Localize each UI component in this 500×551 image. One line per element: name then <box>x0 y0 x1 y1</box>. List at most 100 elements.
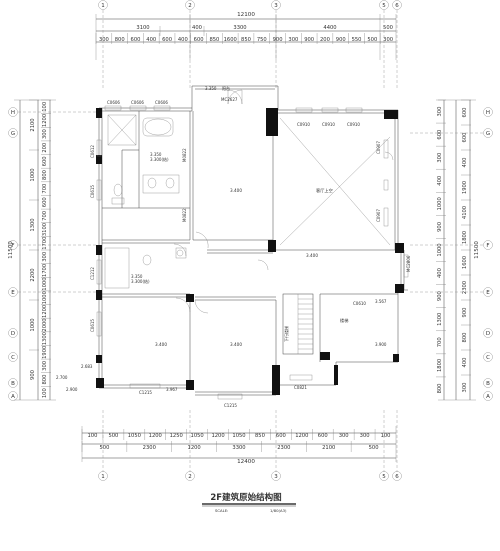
right-inner-dims: 6006004001900410018001600230090080040030… <box>461 99 471 392</box>
level-text: 3.400 <box>155 342 167 347</box>
level-text: 3.350 <box>131 274 143 279</box>
dim-label: 4100 <box>462 206 468 219</box>
dim-label: 600 <box>462 133 468 143</box>
axis-label: 2 <box>188 474 192 480</box>
dim-label: 1050 <box>128 433 141 439</box>
axis-label: H <box>486 110 490 116</box>
dim-label: 400 <box>462 358 468 368</box>
left-axis-markers: H G F E D C B A <box>8 107 18 401</box>
level-text: 2.700 <box>56 375 68 380</box>
dim-label: 1700 <box>42 237 48 250</box>
axis-label: 3 <box>274 3 278 9</box>
dim-label: 300 <box>339 433 349 439</box>
dim-label: 2300 <box>277 445 290 451</box>
dim-label: 1200 <box>188 445 201 451</box>
dim-label: 500 <box>367 37 377 43</box>
dim-label: 2100 <box>30 118 36 131</box>
axis-label: 6 <box>395 474 399 480</box>
dim-label: 900 <box>336 37 346 43</box>
bottom-axis-markers: 1 2 3 5 6 <box>98 471 402 481</box>
tag-label: C0610 <box>353 301 366 306</box>
bottom-dimension-lines <box>81 426 397 462</box>
dim-label: 1200 <box>149 433 162 439</box>
dim-label: 1700 <box>42 264 48 277</box>
bottom-total-dim: 12400 <box>237 459 255 465</box>
top-mid-dims: 3100 400 3300 4400 500 <box>136 25 393 31</box>
dim-label: 1600 <box>224 37 237 43</box>
dim-label: 300 <box>360 433 370 439</box>
dim-label: 900 <box>437 222 443 232</box>
level-text: 3.350 <box>150 152 162 157</box>
doors <box>173 89 394 314</box>
dim-label: 100 <box>381 433 391 439</box>
windows <box>96 105 409 400</box>
dim-label: 750 <box>257 37 267 43</box>
dim-label: 500 <box>99 445 109 451</box>
axis-label: A <box>11 394 15 400</box>
dim-label: 1000 <box>437 243 443 256</box>
level-text: 3.400 <box>306 253 318 258</box>
level-text: 3.350 <box>205 86 217 91</box>
dim-label: 3100 <box>42 223 48 236</box>
tag-label: M0822 <box>182 148 187 162</box>
dim-label: 600 <box>462 108 468 118</box>
tag-label: C0615 <box>90 319 95 332</box>
dim-label: 800 <box>437 384 443 394</box>
axis-label: C <box>11 355 15 361</box>
dim-label: 200 <box>320 37 330 43</box>
level-annotations: 3.350 阳台 3.350 3.300(结) 3.400 客厅上空 3.400… <box>56 85 387 392</box>
level-text: 3.900 <box>375 342 387 347</box>
axis-label: F <box>486 243 489 249</box>
dim-label: 400 <box>146 37 156 43</box>
top-axis-markers: 1 2 3 5 6 <box>98 0 402 10</box>
dim-label: 900 <box>304 37 314 43</box>
dim-label: 1300 <box>42 332 48 345</box>
dim-label: 600 <box>318 433 328 439</box>
top-total-dim: 12100 <box>237 12 255 18</box>
dim-label: 600 <box>194 37 204 43</box>
axis-label: 5 <box>382 3 386 9</box>
dim-label: 4400 <box>323 25 336 31</box>
dim-label: 1800 <box>437 359 443 372</box>
dim-label: 300 <box>437 153 443 163</box>
tag-label: C0907 <box>376 209 381 222</box>
axis-label: 1 <box>101 3 105 9</box>
building-outline <box>98 85 408 396</box>
dim-label: 2100 <box>322 445 335 451</box>
tag-label: C0821 <box>294 385 307 390</box>
dim-label: 600 <box>131 37 141 43</box>
dim-label: 700 <box>42 211 48 221</box>
axis-label: C <box>486 355 490 361</box>
dim-label: 400 <box>437 176 443 186</box>
tag-label: C0606 <box>107 100 120 105</box>
dim-label: 2300 <box>143 445 156 451</box>
axis-label: G <box>486 131 490 137</box>
axis-label: 2 <box>188 3 192 9</box>
dim-label: 1250 <box>170 433 183 439</box>
axis-label: E <box>11 290 15 296</box>
dim-label: 300 <box>42 361 48 371</box>
dim-label: 700 <box>437 337 443 347</box>
dim-label: 300 <box>99 37 109 43</box>
tag-label: MC2627 <box>221 97 238 102</box>
dim-label: 800 <box>462 333 468 343</box>
title-block: 2F建筑原始结构图 SCALE: 1/80(A3) <box>202 492 296 513</box>
room-label: 阳台 <box>222 85 230 91</box>
axis-label: G <box>11 131 15 137</box>
level-text: 2.683 <box>81 364 93 369</box>
dim-label: 900 <box>437 291 443 301</box>
dim-label: 1900 <box>462 181 468 194</box>
dim-label: 1000 <box>42 291 48 304</box>
left-total-dim: 11500 <box>8 241 14 259</box>
dim-label: 300 <box>383 37 393 43</box>
dim-label: 300 <box>288 37 298 43</box>
tag-label: C0612 <box>90 145 95 158</box>
dim-label: 400 <box>178 37 188 43</box>
dim-label: 3300 <box>232 445 245 451</box>
dim-label: 1000 <box>42 277 48 290</box>
dim-label: 300 <box>42 129 48 139</box>
dim-label: 600 <box>276 433 286 439</box>
stair-steps <box>298 298 313 350</box>
right-axis-markers: H G F E D C B A <box>483 107 493 401</box>
